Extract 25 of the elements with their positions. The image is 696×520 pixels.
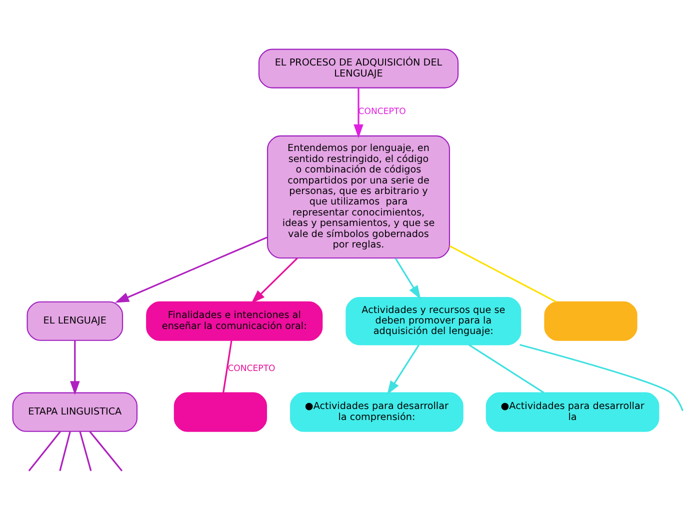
node-box: Actividades y recursos que se deben promover para la adquisición del lenguaje:	[346, 296, 522, 345]
arrow	[70, 340, 80, 395]
node-box: ●Actividades para desarrollar la comprensión:	[290, 392, 464, 432]
node-box	[544, 300, 638, 340]
edge-label: CONCEPTO	[228, 363, 276, 374]
arrow	[394, 257, 421, 299]
connector	[28, 430, 61, 471]
node-box	[174, 392, 267, 432]
node-box: Entendemos por lenguaje, en sentido restringido, el código o combinación de códigos compartidos por una serie de personas, que es arbitrario y que utilizamos para representar conocimientos, ideas y pensamientos, y que se vale de símbolos gobernados por reglas.	[267, 134, 450, 258]
arrow	[251, 257, 298, 303]
node-box: EL LENGUAJE	[26, 300, 124, 340]
connector	[520, 343, 684, 411]
connector	[449, 244, 556, 302]
node-box: ETAPA LINGUISTICA	[12, 392, 138, 432]
node-box: Finalidades e intenciones al enseñar la comunicación oral:	[146, 300, 323, 340]
arrow	[387, 344, 420, 394]
arrow	[115, 236, 268, 302]
arrow	[354, 87, 364, 138]
node-box: EL PROCESO DE ADQUISICIÓN DEL LENGUAJE	[258, 48, 459, 88]
connector	[59, 430, 71, 471]
connector	[468, 344, 544, 393]
connector	[89, 430, 123, 471]
connector	[222, 340, 232, 392]
node-box: ●Actividades para desarrollar la	[486, 392, 660, 432]
connector	[79, 430, 92, 471]
